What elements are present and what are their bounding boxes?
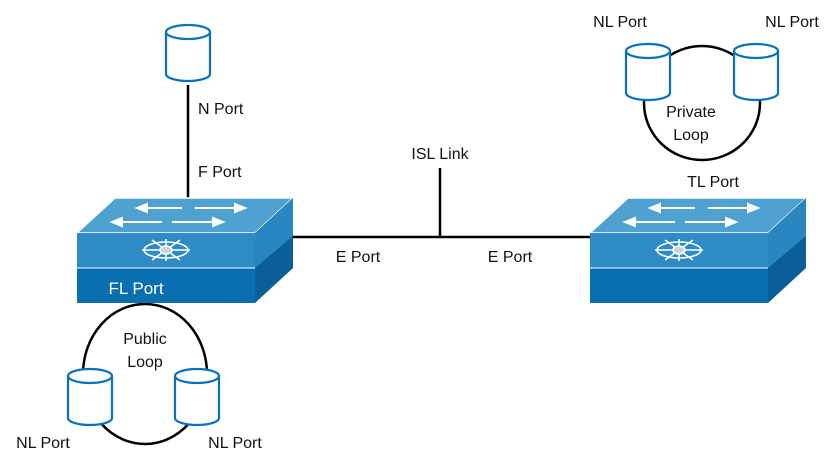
storage-icon-private-right <box>732 42 780 102</box>
nl-port-top-right-label: NL Port <box>765 14 819 31</box>
e-port-right-label: E Port <box>488 249 533 266</box>
switch-icon-right <box>589 197 807 304</box>
private-loop-label-2: Loop <box>673 127 709 144</box>
nl-port-bottom-right-label: NL Port <box>208 435 262 452</box>
f-port-label: F Port <box>198 164 242 181</box>
fl-port-label: FL Port <box>108 279 163 298</box>
storage-icon-private-left <box>624 42 672 102</box>
nl-port-top-left-label: NL Port <box>593 14 647 31</box>
nl-port-bottom-left-label: NL Port <box>16 435 70 452</box>
n-port-label: N Port <box>198 101 244 118</box>
public-loop-label-2: Loop <box>127 354 163 371</box>
private-loop <box>642 44 762 162</box>
private-loop-label-1: Private <box>666 104 716 121</box>
public-loop-label-1: Public <box>123 331 167 348</box>
isl-link-label: ISL Link <box>411 146 469 163</box>
storage-icon-public-right <box>173 367 221 427</box>
tl-port-label: TL Port <box>687 174 739 191</box>
storage-icon-public-left <box>66 367 114 427</box>
e-port-left-label: E Port <box>336 249 381 266</box>
storage-icon-n-port <box>164 23 212 83</box>
